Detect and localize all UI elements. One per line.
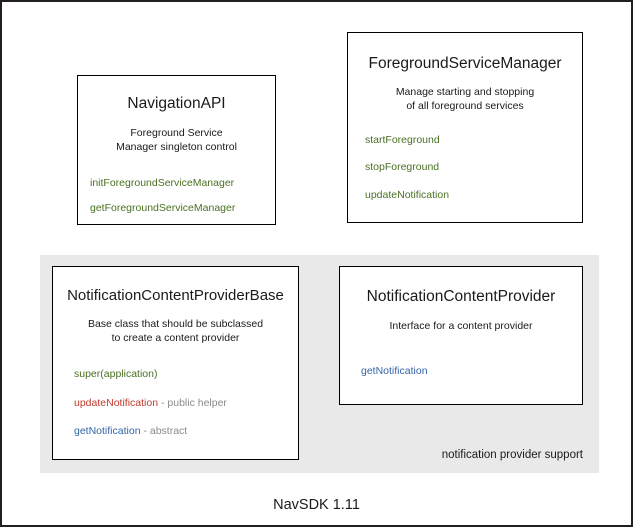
group-label: notification provider support xyxy=(441,449,583,461)
class-title: ForegroundServiceManager xyxy=(368,55,562,72)
member-row[interactable]: startForeground xyxy=(365,134,582,147)
class-description-line: Interface for a content provider xyxy=(389,319,533,332)
class-title: NotificationContentProvider xyxy=(366,288,556,305)
member-row[interactable]: stopForeground xyxy=(365,161,582,174)
member-name: initForegroundServiceManager xyxy=(90,176,235,189)
class-description-line: Manage starting and stopping xyxy=(395,85,535,98)
class-box-notification-content-provider[interactable]: NotificationContentProvider Interface fo… xyxy=(339,266,583,405)
class-title: NavigationAPI xyxy=(127,95,226,112)
member-list: initForegroundServiceManager getForegrou… xyxy=(78,177,275,215)
member-row[interactable]: getForegroundServiceManager xyxy=(90,202,275,215)
member-name: stopForeground xyxy=(365,161,440,174)
class-description-line: of all foreground services xyxy=(406,99,524,112)
class-description-line: to create a content provider xyxy=(111,332,240,345)
member-note: - abstract xyxy=(140,425,188,438)
member-name: getNotification xyxy=(361,364,428,377)
class-description: Foreground Service Manager singleton con… xyxy=(78,127,275,155)
class-box-notification-content-provider-base[interactable]: NotificationContentProviderBase Base cla… xyxy=(52,266,299,460)
member-name: updateNotification xyxy=(365,188,450,201)
class-box-foreground-service-manager[interactable]: ForegroundServiceManager Manage starting… xyxy=(347,32,583,223)
member-row[interactable]: getNotification xyxy=(361,365,582,378)
member-row[interactable]: initForegroundServiceManager xyxy=(90,177,275,190)
member-row[interactable]: super(application) xyxy=(74,368,298,381)
class-description-line: Manager singleton control xyxy=(116,140,237,153)
member-name: updateNotification xyxy=(74,396,159,409)
class-description: Manage starting and stopping of all fore… xyxy=(348,86,582,114)
member-name: super(application) xyxy=(74,367,158,380)
class-title: NotificationContentProviderBase xyxy=(67,287,284,304)
class-description: Base class that should be subclassed to … xyxy=(53,318,298,346)
member-list: super(application) updateNotification - … xyxy=(53,368,298,438)
class-box-navigation-api[interactable]: NavigationAPI Foreground Service Manager… xyxy=(77,75,276,225)
member-name: getForegroundServiceManager xyxy=(90,202,236,215)
member-name: getNotification xyxy=(74,425,141,438)
class-description-line: Foreground Service xyxy=(130,126,223,139)
class-description: Interface for a content provider xyxy=(340,320,582,334)
member-row[interactable]: updateNotification xyxy=(365,189,582,202)
member-list: startForeground stopForeground updateNot… xyxy=(348,134,582,202)
member-row[interactable]: getNotification - abstract xyxy=(74,425,298,438)
member-name: startForeground xyxy=(365,133,440,146)
member-row[interactable]: updateNotification - public helper xyxy=(74,397,298,410)
member-note: - public helper xyxy=(158,396,227,409)
member-list: getNotification xyxy=(340,365,582,378)
footer-version-label: NavSDK 1.11 xyxy=(273,497,360,513)
class-description-line: Base class that should be subclassed xyxy=(87,318,264,331)
